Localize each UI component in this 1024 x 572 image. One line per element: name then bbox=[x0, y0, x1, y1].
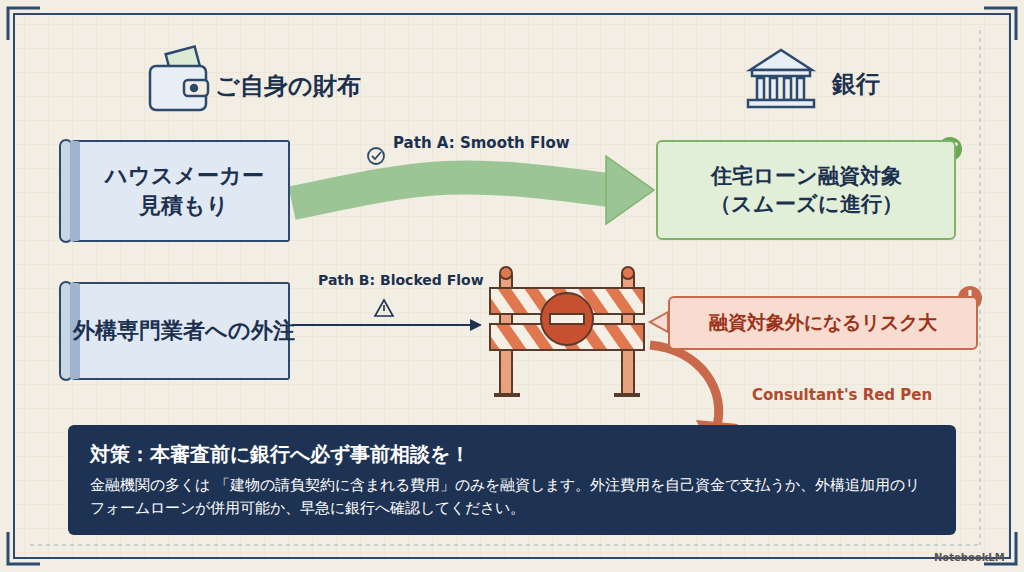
path-label: Path B: Blocked Flow bbox=[318, 272, 484, 288]
node-text: 外構専門業者への外注 bbox=[73, 316, 295, 346]
blocked-arrow bbox=[292, 300, 482, 331]
outsourcing-scroll: 外構専門業者への外注 bbox=[70, 282, 290, 380]
node-text: 融資対象外になるリスク大 bbox=[709, 310, 937, 336]
pen-label: Consultant's Red Pen bbox=[752, 386, 932, 404]
node-text: 住宅ローン融資対象 （スムーズに進行） bbox=[672, 162, 940, 219]
node-text: ハウスメーカー 見積もり bbox=[94, 161, 274, 220]
risk-callout: 融資対象外になるリスク大 bbox=[668, 296, 978, 350]
barricade bbox=[490, 267, 644, 395]
edge-label: Path A: Smooth Flow bbox=[393, 134, 570, 152]
loan-target-box: 住宅ローン融資対象 （スムーズに進行） bbox=[656, 140, 956, 240]
wallet-heading: ご自身の財布 bbox=[215, 70, 361, 102]
node-text: 対策：本審査前に銀行へ必ず事前相談を！ bbox=[90, 441, 470, 468]
callout-pointer bbox=[650, 312, 668, 332]
bank-icon bbox=[748, 50, 814, 107]
estimate-scroll: ハウスメーカー 見積もり bbox=[70, 140, 290, 242]
wallet-icon bbox=[150, 46, 208, 110]
node-body: 金融機関の多くは 「建物の請負契約に含まれる費用」のみを融資します。外注費用を自… bbox=[90, 474, 934, 519]
check-icon bbox=[368, 148, 384, 164]
watermark: NotebookLM bbox=[934, 552, 1005, 563]
bank-heading: 銀行 bbox=[832, 68, 880, 100]
flow-arrow bbox=[292, 156, 654, 224]
countermeasure-box: 対策：本審査前に銀行へ必ず事前相談を！ 金融機関の多くは 「建物の請負契約に含まれ… bbox=[68, 425, 956, 535]
